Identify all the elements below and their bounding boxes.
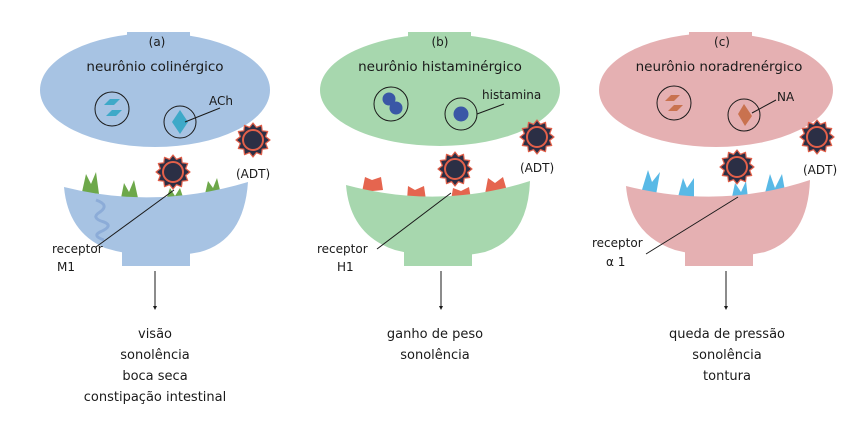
effect-item: constipação intestinal	[84, 390, 227, 405]
panel-label-a: (a)	[149, 35, 166, 49]
panel-label-c: (c)	[714, 35, 730, 49]
alpha1-receptor	[732, 181, 748, 198]
postsynaptic-neuron-b	[346, 181, 530, 266]
receptor-label-line1: receptor	[52, 242, 103, 256]
ach-molecule	[104, 99, 120, 105]
effects-list-b: ganho de peso sonolência	[387, 327, 483, 363]
drug-label-adt: (ADT)	[236, 167, 270, 181]
drug-label-adt: (ADT)	[803, 163, 837, 177]
vesicle-pair	[94, 91, 130, 127]
na-pointer-line	[751, 99, 777, 114]
receptor-pointer-line	[376, 192, 452, 250]
postsynaptic-neuron-c	[626, 180, 810, 266]
receptor-label-h1: H1	[337, 260, 354, 274]
postsynaptic-neuron-a	[64, 182, 248, 266]
effects-list-a: visão sonolência boca seca constipação i…	[84, 327, 227, 405]
receptor-pointer-line	[95, 189, 175, 248]
adt-molecule-bound	[155, 154, 191, 190]
vesicle-single	[727, 98, 761, 132]
receptor-label-alpha1: α 1	[606, 255, 625, 269]
effect-item: tontura	[703, 369, 751, 384]
histamine-molecule	[453, 106, 469, 122]
alpha1-receptors	[641, 170, 785, 198]
effect-item: visão	[138, 327, 172, 342]
neurotransmitter-label-na: NA	[777, 90, 795, 104]
arrow-head-icon	[153, 306, 157, 310]
effect-item: sonolência	[400, 348, 470, 363]
panel-c: (c) neurônio noradrenérgico NA (ADT) rec…	[592, 32, 837, 384]
presynaptic-neuron-noradrenergic	[599, 32, 833, 147]
swirl-logo-icon	[94, 198, 110, 242]
panel-label-b: (b)	[432, 35, 449, 49]
effects-list-c: queda de pressão sonolência tontura	[669, 327, 785, 384]
receptor-label-line1: receptor	[317, 242, 368, 256]
ach-molecule	[172, 110, 188, 134]
presynaptic-neuron-histaminergic	[320, 32, 560, 146]
arrow-head-icon	[724, 306, 728, 310]
vesicle-pair	[373, 86, 409, 122]
panel-b: (b) neurônio histaminérgico histamina (A…	[317, 32, 560, 363]
histamine-molecule	[382, 92, 396, 106]
effect-item: ganho de peso	[387, 327, 483, 342]
histamine-pointer-line	[476, 103, 505, 115]
alpha1-receptor	[641, 170, 660, 195]
neuron-label-histaminergic: neurônio histaminérgico	[358, 59, 522, 75]
h1-receptor	[362, 177, 383, 192]
histamine-molecule	[389, 101, 403, 115]
presynaptic-neuron-cholinergic	[40, 32, 270, 147]
m1-receptor	[82, 172, 99, 194]
m1-receptor	[121, 180, 138, 198]
ach-pointer-line	[184, 107, 221, 123]
neurotransmitter-label-histamine: histamina	[482, 88, 541, 102]
receptor-label-m1: M1	[57, 260, 75, 274]
neuron-label-noradrenergic: neurônio noradrenérgico	[636, 59, 803, 75]
ach-molecule	[106, 110, 122, 116]
effect-item: sonolência	[692, 348, 762, 363]
alpha1-receptor	[678, 178, 694, 198]
effect-item: boca seca	[122, 369, 187, 384]
na-molecule	[738, 104, 752, 126]
effect-item: queda de pressão	[669, 327, 785, 342]
vesicle-single	[163, 105, 197, 139]
neurotransmitter-label-ach: ACh	[209, 94, 233, 108]
panel-a: (a) neurônio colinérgico ACh (ADT)	[40, 32, 271, 405]
receptor-pointer-line	[645, 196, 739, 255]
na-molecule	[668, 105, 683, 111]
neuron-label-cholinergic: neurônio colinérgico	[86, 59, 223, 75]
alpha1-receptor	[765, 174, 785, 193]
vesicle-pair	[656, 85, 692, 121]
drug-label-adt: (ADT)	[520, 161, 554, 175]
arrow-head-icon	[439, 306, 443, 310]
adt-molecule-bound	[437, 151, 473, 187]
receptor-label-line1: receptor	[592, 236, 643, 250]
adt-molecule-bound	[719, 149, 755, 185]
adt-molecule-free	[235, 122, 271, 158]
na-molecule	[665, 95, 680, 101]
effect-item: sonolência	[120, 348, 190, 363]
